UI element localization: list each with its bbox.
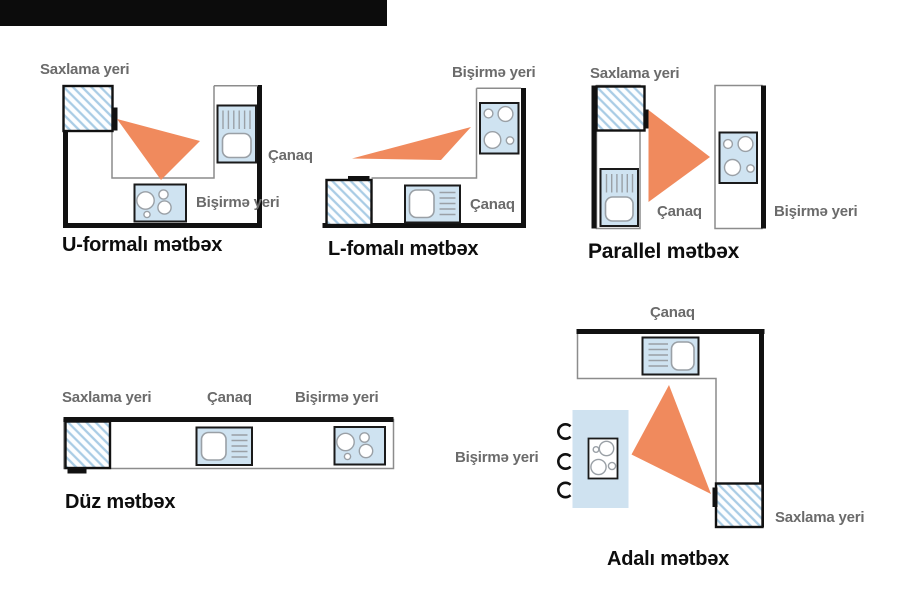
l-shape-title: L-fomalı mətbəx — [328, 238, 479, 260]
parallel-cooking-label: Bişirmə yeri — [774, 203, 858, 220]
parallel-storage-unit-icon — [595, 85, 646, 132]
straight-title: Düz mətbəx — [65, 491, 176, 513]
island-title: Adalı mətbəx — [607, 548, 730, 570]
l-work-triangle — [352, 127, 471, 160]
straight-cooktop-icon — [333, 426, 386, 466]
u-sink-icon — [216, 104, 257, 164]
diagram-island — [557, 329, 765, 529]
u-storage-unit-icon — [62, 84, 114, 133]
parallel-cooktop-icon — [718, 131, 758, 184]
u-storage-label: Saxlama yeri — [40, 61, 130, 78]
island-chair-icon — [557, 481, 572, 499]
u-cooktop-icon — [133, 183, 187, 223]
parallel-work-triangle — [648, 110, 710, 202]
island-sink-label: Çanaq — [650, 304, 695, 321]
parallel-storage-handle — [644, 109, 649, 129]
parallel-sink-icon — [599, 168, 639, 227]
island-work-triangle — [631, 385, 711, 494]
island-chair-icon — [557, 453, 572, 470]
island-storage-unit-icon — [714, 482, 764, 529]
parallel-storage-label: Saxlama yeri — [590, 65, 680, 82]
u-counter-outer-wall — [63, 85, 262, 228]
straight-storage-label: Saxlama yeri — [62, 389, 152, 406]
parallel-title: Parallel mətbəx — [588, 240, 740, 263]
straight-storage-handle — [67, 468, 87, 474]
l-counter-inner-edge — [371, 87, 521, 179]
island-sink-icon — [641, 336, 700, 376]
straight-sink-label: Çanaq — [207, 389, 252, 406]
parallel-sink-label: Çanaq — [657, 203, 702, 220]
u-cooking-label: Bişirmə yeri — [196, 194, 280, 211]
u-storage-handle — [112, 107, 118, 131]
u-sink-label: Çanaq — [268, 147, 313, 164]
island-counter-inner-edge — [576, 334, 717, 483]
straight-cooking-label: Bişirmə yeri — [295, 389, 379, 406]
diagram-parallel — [591, 84, 766, 230]
island-cooktop-icon — [587, 437, 619, 480]
l-sink-label: Çanaq — [470, 196, 515, 213]
l-cooking-label: Bişirmə yeri — [452, 64, 536, 81]
u-work-triangle — [117, 119, 200, 180]
l-cooktop-icon — [479, 102, 520, 155]
island-storage-label: Saxlama yeri — [775, 509, 865, 526]
island-chair-icon — [557, 423, 572, 440]
island-cooking-label: Bişirmə yeri — [455, 449, 539, 466]
l-counter-outer-wall — [322, 88, 526, 228]
l-storage-unit-icon — [325, 178, 373, 227]
top-black-bar — [0, 0, 387, 26]
u-shape-title: U-formalı mətbəx — [62, 234, 223, 256]
straight-sink-icon — [195, 426, 253, 466]
diagram-u-shape — [62, 84, 262, 228]
diagram-l-shape — [322, 87, 526, 228]
diagram-straight — [63, 417, 395, 474]
straight-storage-unit-icon — [64, 420, 112, 470]
island-storage-handle — [712, 487, 718, 507]
l-sink-icon — [404, 184, 461, 224]
l-storage-handle — [348, 176, 370, 181]
